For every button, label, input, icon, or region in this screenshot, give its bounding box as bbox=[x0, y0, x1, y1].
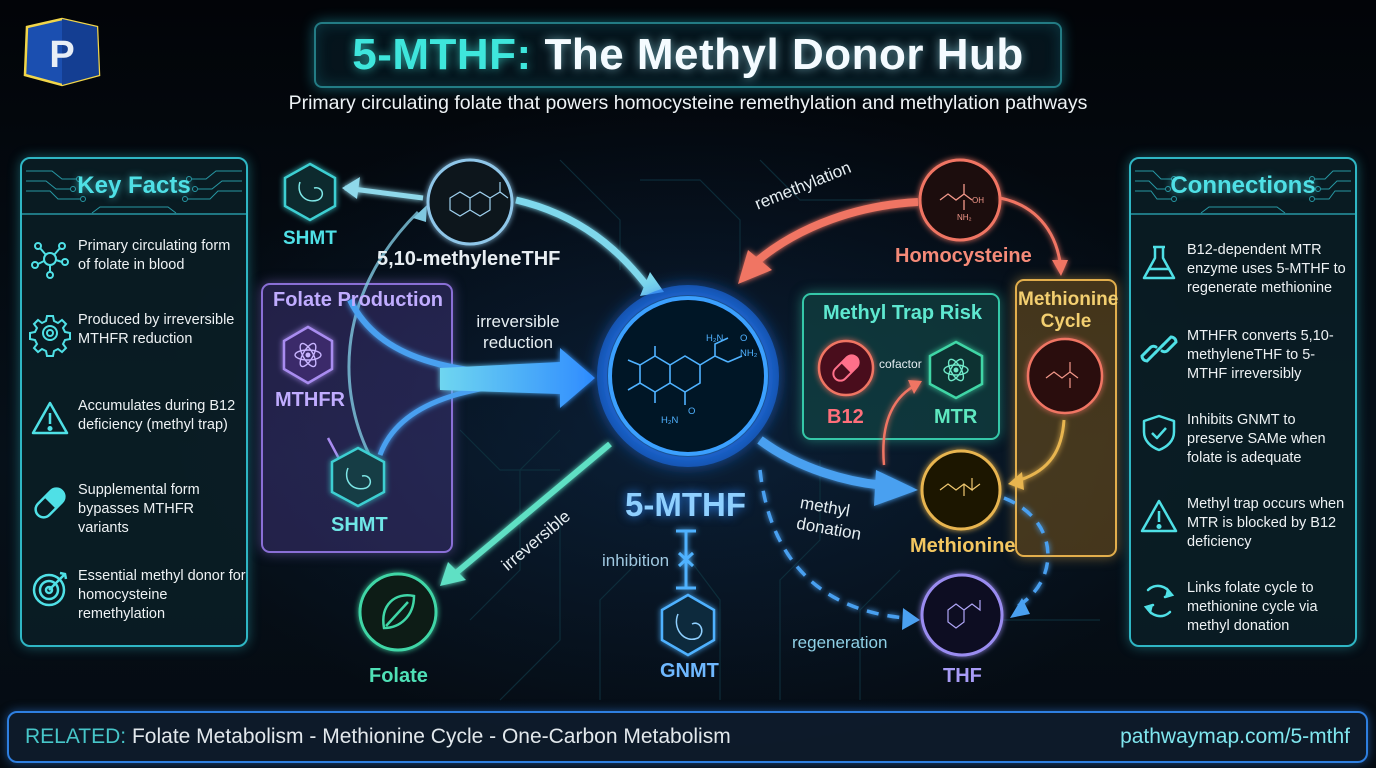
warning-triangle-icon bbox=[31, 401, 69, 435]
key-fact-item: Supplemental form bypasses MTHFR variant… bbox=[22, 481, 246, 561]
arrow-cofactor bbox=[882, 380, 922, 466]
connections-panel: Connections B12-dependent MTR enzyme use… bbox=[1129, 157, 1357, 647]
homocysteine-node bbox=[918, 158, 1002, 242]
key-facts-panel: Key Facts Primary circulating form of fo… bbox=[20, 157, 248, 647]
capsule-icon bbox=[34, 487, 66, 519]
folate-node bbox=[358, 572, 438, 652]
key-fact-item: Produced by irreversible MTHFR reduction bbox=[22, 311, 246, 391]
svg-text:OH: OH bbox=[972, 196, 984, 205]
arrow-methyl-donation bbox=[757, 436, 918, 506]
key-facts-title: Key Facts bbox=[77, 172, 191, 199]
key-facts-header: Key Facts bbox=[22, 159, 246, 215]
connection-item: Links folate cycle to methionine cycle v… bbox=[1131, 579, 1355, 659]
methionine-label: Methionine bbox=[910, 535, 1016, 557]
methionine-cycle-box bbox=[1015, 279, 1117, 557]
connections-header: Connections bbox=[1131, 159, 1355, 215]
connections-title: Connections bbox=[1170, 172, 1316, 199]
arrow-methylenethf-to-shmt bbox=[342, 177, 424, 201]
b12-node bbox=[817, 339, 875, 397]
svg-text:NH₂: NH₂ bbox=[957, 213, 972, 222]
methylenethf-label: 5,10-methyleneTHF bbox=[377, 248, 561, 270]
arrow-remethylation bbox=[738, 198, 919, 284]
shmt-top-node bbox=[283, 162, 337, 222]
svg-text:O: O bbox=[688, 406, 695, 417]
5mthf-structure-icon bbox=[627, 337, 743, 405]
thf-node bbox=[920, 573, 1004, 657]
flask-icon bbox=[1142, 245, 1176, 280]
footer-bar: RELATED: Folate Metabolism - Methionine … bbox=[7, 711, 1368, 763]
inhibition-label: inhibition bbox=[602, 551, 670, 570]
5mthf-label: 5-MTHF bbox=[625, 486, 746, 523]
connection-item: MTHFR converts 5,10-methyleneTHF to 5-MT… bbox=[1131, 327, 1355, 407]
gnmt-label: GNMT bbox=[660, 660, 719, 682]
target-icon bbox=[32, 571, 68, 607]
key-fact-item: Accumulates during B12 deficiency (methy… bbox=[22, 397, 246, 477]
svg-text:P: P bbox=[49, 34, 74, 76]
arrow-irreversible-to-folate bbox=[440, 441, 612, 586]
related-topics: RELATED: Folate Metabolism - Methionine … bbox=[25, 725, 731, 749]
homocysteine-label: Homocysteine bbox=[895, 245, 1032, 267]
svg-text:O: O bbox=[740, 333, 747, 344]
methionine-cycle-label: Methionine Cycle bbox=[1018, 289, 1119, 332]
svg-text:H₂N: H₂N bbox=[706, 333, 724, 344]
methionine-node bbox=[920, 449, 1002, 531]
folate-production-box bbox=[261, 283, 453, 553]
svg-text:H₂N: H₂N bbox=[661, 415, 679, 426]
gnmt-node bbox=[660, 593, 716, 657]
arrow-irreversible-reduction bbox=[347, 298, 595, 456]
mthfr-node bbox=[282, 325, 334, 385]
shmt-box-label: SHMT bbox=[331, 514, 388, 536]
pathwaymap-logo: P bbox=[23, 17, 101, 87]
mthfr-label: MTHFR bbox=[275, 389, 345, 411]
title-frame: 5-MTHF: The Methyl Donor Hub bbox=[314, 22, 1062, 88]
connection-item: B12-dependent MTR enzyme uses 5-MTHF to … bbox=[1131, 241, 1355, 321]
thf-label: THF bbox=[943, 665, 982, 687]
key-fact-item: Primary circulating form of folate in bl… bbox=[22, 237, 246, 317]
related-text[interactable]: Folate Metabolism - Methionine Cycle - O… bbox=[131, 725, 731, 748]
regeneration-label: regeneration bbox=[792, 633, 888, 652]
warning-triangle-icon bbox=[1140, 499, 1178, 533]
shmt-top-label: SHMT bbox=[283, 228, 337, 249]
network-nodes-icon bbox=[31, 242, 69, 279]
circuit-decoration-icon bbox=[26, 170, 242, 214]
page-subtitle: Primary circulating folate that powers h… bbox=[288, 92, 1088, 114]
folate-label: Folate bbox=[369, 665, 428, 687]
key-fact-item: Essential methyl donor for homocysteine … bbox=[22, 567, 246, 647]
cofactor-label: cofactor bbox=[879, 357, 922, 371]
source-url-link[interactable]: pathwaymap.com/5-mthf bbox=[1120, 725, 1350, 748]
mtr-node bbox=[928, 340, 984, 400]
related-label: RELATED: bbox=[25, 725, 127, 748]
5mthf-hub-node bbox=[597, 285, 779, 467]
arrow-regeneration bbox=[758, 469, 1050, 620]
link-icon bbox=[1140, 335, 1178, 363]
cycle-arrows-icon bbox=[1143, 584, 1175, 618]
circuit-decoration-icon bbox=[1135, 170, 1351, 214]
arrow-methylenethf-to-5mthf bbox=[515, 196, 653, 293]
b12-label: B12 bbox=[827, 406, 864, 428]
shmt-box-node bbox=[330, 446, 386, 508]
svg-text:NH₂: NH₂ bbox=[740, 348, 758, 359]
shield-check-icon bbox=[1142, 414, 1176, 452]
connection-item: Methyl trap occurs when MTR is blocked b… bbox=[1131, 495, 1355, 575]
irreversible-reduction-label: irreversible reduction bbox=[476, 312, 560, 352]
folate-production-label: Folate Production bbox=[273, 289, 443, 311]
mtr-label: MTR bbox=[934, 406, 978, 428]
inhibition-symbol bbox=[676, 529, 696, 590]
page-title: 5-MTHF: The Methyl Donor Hub bbox=[352, 30, 1024, 79]
methyl-trap-risk-label: Methyl Trap Risk bbox=[823, 302, 982, 324]
connection-item: Inhibits GNMT to preserve SAMe when fola… bbox=[1131, 411, 1355, 491]
gear-icon bbox=[29, 315, 71, 357]
